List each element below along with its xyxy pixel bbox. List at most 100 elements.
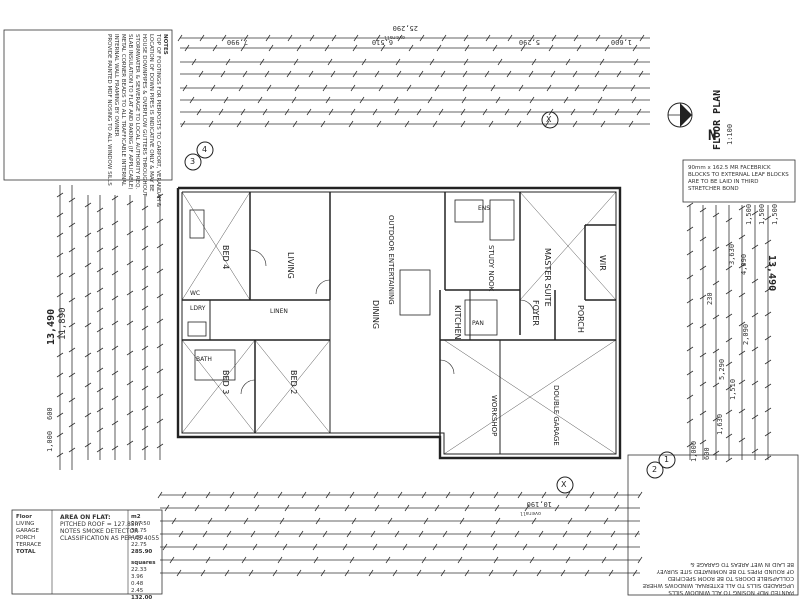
- dimension-tick: [325, 96, 331, 104]
- right-top-dim-2: 1,500: [758, 203, 766, 225]
- dimension-tick: [205, 556, 211, 564]
- dimension-tick: [126, 260, 134, 266]
- dimension-tick: [320, 120, 326, 128]
- dimension-tick: [725, 289, 733, 295]
- dimension-tick: [441, 34, 447, 42]
- note-line: PROVIDE PAINTED MDF NOSING TO ALL WINDOW…: [106, 34, 112, 186]
- dimension-tick: [572, 70, 578, 78]
- dimension-tick: [156, 193, 164, 199]
- dimension-tick: [374, 70, 380, 78]
- dimension-tick: [464, 504, 470, 512]
- drawing-scale: 1:100: [726, 123, 734, 145]
- area-line: CLASSIFICATION AS PER AS 4055: [60, 535, 160, 542]
- note-line: NOTES: [162, 34, 168, 55]
- dimension-tick: [191, 58, 197, 66]
- dimension-tick: [463, 34, 469, 42]
- dimension-tick: [529, 34, 535, 42]
- dimension-tick: [56, 452, 64, 458]
- dimension-tick: [394, 108, 400, 116]
- dimension-tick: [632, 44, 638, 52]
- dimension-tick: [460, 108, 466, 116]
- dimension-tick: [68, 272, 76, 278]
- dimension-tick: [192, 543, 198, 551]
- dimension-tick: [189, 96, 195, 104]
- dimension-tick: [56, 212, 64, 218]
- dimension-tick: [157, 491, 163, 499]
- dimension-tick: [712, 314, 720, 320]
- dimension-tick: [322, 530, 328, 538]
- dimension-tick: [416, 108, 422, 116]
- dimension-tick: [68, 297, 76, 303]
- dimension-tick: [308, 70, 314, 78]
- dimension-tick: [96, 347, 104, 353]
- bottom-overall-sub: overall: [519, 510, 541, 516]
- dimension-tick: [298, 530, 304, 538]
- dimension-tick: [141, 405, 149, 411]
- dimension-tick: [162, 543, 168, 551]
- dimension-tick: [84, 442, 92, 448]
- dimension-tick: [349, 491, 355, 499]
- room-ens: ENS: [478, 205, 491, 212]
- dimension-tick: [531, 517, 537, 525]
- section-marker-1: 1: [664, 455, 670, 464]
- dimension-tick: [301, 491, 307, 499]
- dimension-tick: [368, 569, 374, 577]
- dimension-tick: [141, 205, 149, 211]
- dimension-tick: [199, 34, 205, 42]
- dimension-tick: [68, 372, 76, 378]
- table-cell: 2.45: [131, 588, 144, 594]
- dimension-tick: [406, 84, 412, 92]
- dimension-tick: [594, 70, 600, 78]
- dimension-tick: [309, 34, 315, 42]
- dimension-tick: [738, 292, 746, 298]
- dimension-tick: [699, 410, 707, 416]
- dimension-tick: [418, 70, 424, 78]
- dimension-tick: [293, 58, 299, 66]
- dimension-tick: [111, 395, 119, 401]
- dimension-tick: [84, 322, 92, 328]
- dimension-tick: [512, 569, 518, 577]
- dimension-tick: [613, 491, 619, 499]
- dimension-tick: [378, 84, 384, 92]
- dimension-tick: [565, 58, 571, 66]
- dimension-tick: [224, 504, 230, 512]
- dimension-tick: [240, 108, 246, 116]
- section-marker-2: 2: [652, 465, 658, 474]
- dimension-tick: [111, 345, 119, 351]
- dimension-tick: [589, 491, 595, 499]
- dimension-tick: [418, 530, 424, 538]
- dimension-tick: [497, 58, 503, 66]
- dimension-tick: [164, 504, 170, 512]
- dimension-tick: [111, 220, 119, 226]
- dimension-tick: [141, 365, 149, 371]
- note-line: METAL CORNER BEADS TO ALL TRAFFICABLE IN…: [120, 34, 126, 187]
- dimension-tick: [322, 84, 328, 92]
- room-porch: PORCH: [576, 305, 585, 333]
- dimension-tick: [421, 556, 427, 564]
- right-top-dim-3: 1,500: [771, 203, 779, 225]
- left-small-dim-2: 600: [46, 407, 54, 420]
- dimension-tick: [595, 34, 601, 42]
- dimension-tick: [751, 210, 759, 216]
- dimension-tick: [320, 569, 326, 577]
- dimension-tick: [96, 267, 104, 273]
- table-cell: m2: [131, 514, 141, 520]
- dimension-tick: [240, 44, 246, 52]
- dimension-tick: [699, 439, 707, 445]
- dimension-tick: [461, 96, 467, 104]
- dimension-tick: [56, 192, 64, 198]
- dimension-tick: [686, 250, 694, 256]
- top-dim-4: 1,600: [610, 38, 632, 46]
- table-cell: squares: [131, 560, 156, 566]
- room-bed4: BED 4: [221, 245, 230, 270]
- right-small-dim-2: 600: [703, 447, 711, 460]
- dimension-tick: [712, 348, 720, 354]
- dimension-tick: [416, 569, 422, 577]
- dimension-tick: [126, 200, 134, 206]
- dimension-tick: [599, 58, 605, 66]
- dimension-tick: [552, 543, 558, 551]
- dimension-tick: [628, 120, 634, 128]
- dimension-tick: [198, 70, 204, 78]
- dimension-tick: [634, 530, 640, 538]
- dimension-tick: [111, 245, 119, 251]
